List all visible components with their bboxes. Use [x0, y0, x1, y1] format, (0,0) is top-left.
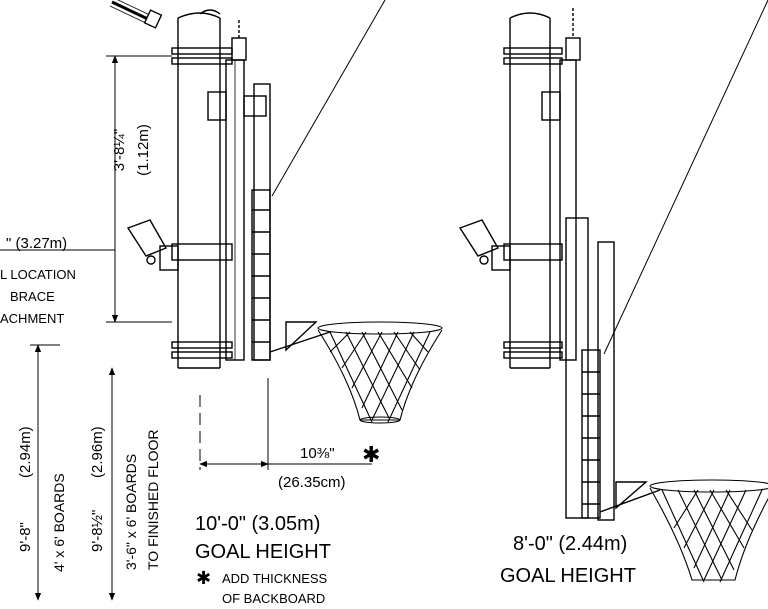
left-goal-assembly — [109, 0, 443, 424]
left-goal-height-value: 10'-0" (3.05m) — [195, 513, 320, 535]
mounting-bolt — [109, 0, 163, 29]
right-goal-height-title: GOAL HEIGHT — [500, 565, 636, 587]
right-net — [649, 479, 768, 583]
right-goal-height-value: 8'-0" (2.44m) — [513, 533, 627, 555]
col2-meters: (2.96m) — [89, 426, 106, 478]
upper-dim-meters: (1.12m) — [135, 124, 152, 176]
brace-location-line1: L LOCATION — [0, 267, 76, 282]
right-clamps — [503, 47, 563, 359]
left-mount-column — [207, 20, 267, 361]
left-backboard — [251, 83, 271, 361]
note-line1: ADD THICKNESS — [222, 571, 328, 586]
col1-feet: 9'-8" — [17, 522, 34, 552]
offset-dim-cm: (26.35cm) — [278, 474, 346, 491]
brace-location-line3: ACHMENT — [0, 311, 64, 326]
offset-dim-inches: 10⅜" — [300, 445, 335, 462]
left-dimensions — [0, 55, 372, 601]
col2-feet: 9'-8½" — [89, 510, 106, 552]
col1-meters: (2.94m) — [17, 426, 34, 478]
note-asterisk: ✱ — [196, 568, 211, 588]
right-pole — [509, 12, 551, 369]
left-pole — [177, 9, 221, 369]
col1-boards: 4' x 6' BOARDS — [51, 473, 67, 572]
right-mount-column — [541, 8, 589, 519]
left-clamps — [171, 47, 233, 359]
col3-line2: TO FINISHED FLOOR — [145, 429, 161, 570]
left-brace-handle — [126, 219, 179, 271]
offset-asterisk: ✱ — [362, 442, 380, 467]
brace-location-line2: BRACE — [10, 289, 55, 304]
left-goal-height-title: GOAL HEIGHT — [195, 541, 331, 563]
upper-dim-feet: 3'-8¼" — [111, 129, 128, 171]
right-goal-assembly — [458, 0, 768, 583]
left-rim-bracket — [285, 321, 318, 352]
brace-dim-label: " (3.27m) — [6, 235, 67, 252]
right-backboard — [581, 241, 615, 521]
col3-line1: 3'-6" x 6' BOARDS — [123, 454, 139, 570]
right-brace-handle — [458, 219, 511, 271]
note-line2: OF BACKBOARD — [222, 591, 325, 606]
right-rim-bracket — [615, 481, 648, 510]
left-net — [317, 321, 443, 424]
